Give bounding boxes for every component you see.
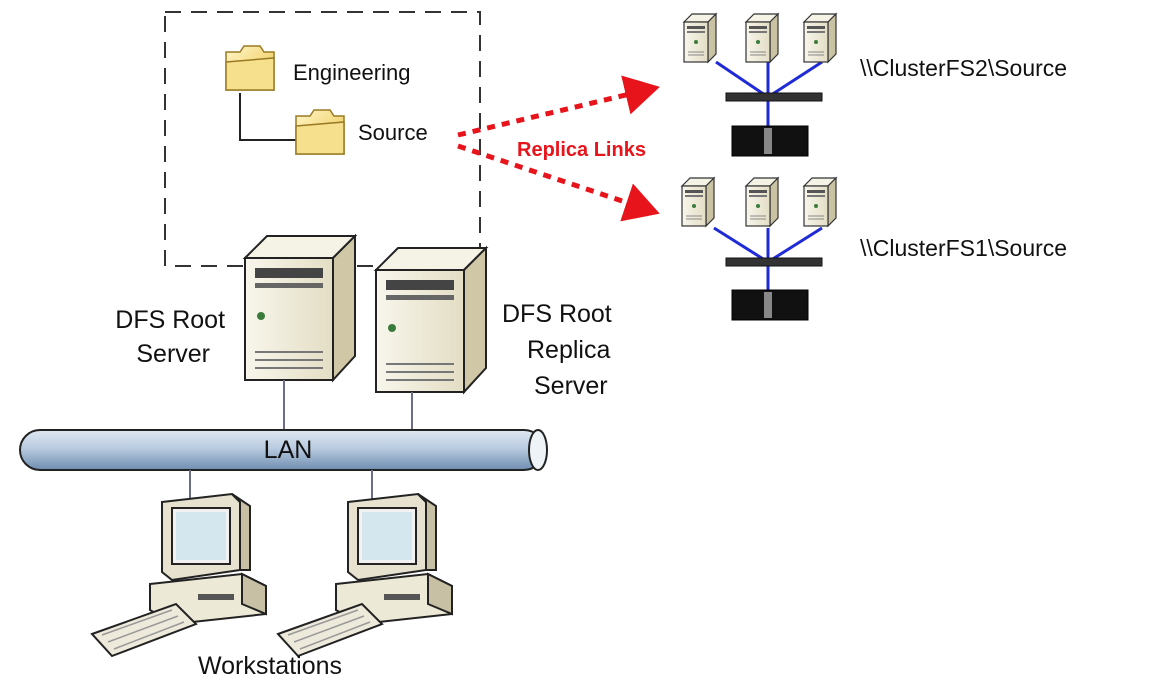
- folder-tree-connector: [239, 93, 296, 141]
- folder-icon: [295, 109, 345, 155]
- engineering-folder-label: Engineering: [293, 60, 410, 85]
- dfs-root-replica-server-label-line2: Replica: [527, 336, 610, 364]
- cluster-node-icon: [683, 13, 717, 63]
- dfs-root-replica-server-label: DFS Root Replica Server: [502, 300, 619, 400]
- dfs-root-server-label-line1: DFS Root: [115, 306, 225, 334]
- lan-bus: [19, 429, 548, 471]
- cluster-node-icon: [745, 177, 779, 227]
- switch-icon: [725, 92, 823, 102]
- replica-arrow-bottom: [457, 143, 660, 222]
- replica-links-label: Replica Links: [517, 139, 646, 161]
- cluster-node-icon: [745, 13, 779, 63]
- dfs-root-server-label-line2: Server: [136, 340, 210, 368]
- cluster-fs2: [683, 13, 837, 157]
- dfs-root-server-icon: [242, 233, 358, 383]
- cluster-fs1: [681, 177, 837, 321]
- workstation-icon: [91, 493, 267, 657]
- dfs-root-replica-server-icon: [373, 245, 489, 395]
- dfs-root-replica-server-label-line1: DFS Root: [502, 300, 612, 328]
- dfs-root-replica-server-label-line3: Server: [534, 372, 608, 400]
- namespace-box: [164, 11, 481, 267]
- cluster-fs1-label: \\ClusterFS1\Source: [860, 235, 1067, 261]
- source-folder-label: Source: [358, 120, 428, 145]
- workstations-label: Workstations: [198, 652, 342, 680]
- dfs-root-server-label: DFS Root Server: [115, 306, 232, 368]
- cluster-node-icon: [681, 177, 715, 227]
- folder-icon: [225, 45, 275, 91]
- workstation-icon: [277, 493, 453, 657]
- cluster-fs2-label: \\ClusterFS2\Source: [860, 55, 1067, 81]
- replica-arrow-top: [457, 75, 660, 138]
- cluster-node-icon: [803, 13, 837, 63]
- switch-icon: [725, 257, 823, 267]
- cluster-node-icon: [803, 177, 837, 227]
- lan-label: LAN: [264, 436, 313, 464]
